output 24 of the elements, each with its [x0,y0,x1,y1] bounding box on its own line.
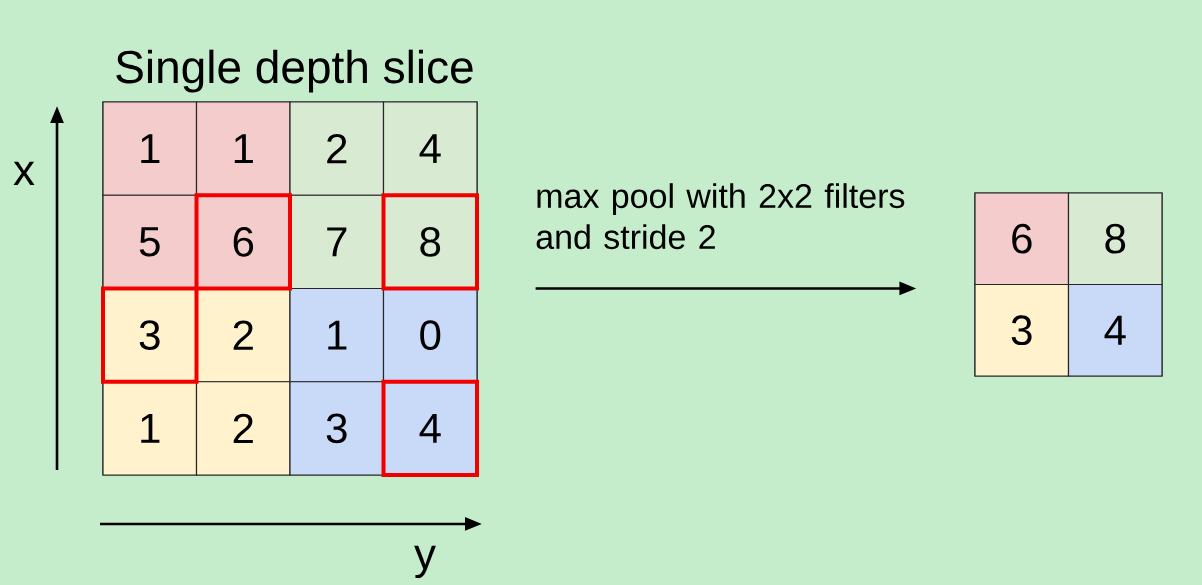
grid-cell: 1 [102,381,198,476]
grid-cell: 1 [195,101,291,196]
grid-cell: 3 [974,283,1070,377]
grid-cell: 6 [974,192,1070,286]
grid-title: Single depth slice [116,49,473,93]
highlighted-cell: 4 [381,379,479,477]
grid-cell: 5 [102,194,198,290]
grid-cell: 1 [289,287,385,383]
axis-label: x [13,161,35,185]
grid-cell: 1 [102,101,198,196]
grid-cell: 2 [195,381,291,476]
highlighted-cell: 8 [381,193,479,291]
grid-cell: 4 [1067,283,1163,377]
edge-label: max pool with 2x2 filters and stride 2 [535,183,926,250]
grid-cell: 0 [382,287,478,383]
highlighted-cell: 6 [194,193,292,291]
grid-cell: 2 [195,287,291,383]
axis-label: y [414,545,436,579]
grid-cell: 7 [289,194,385,290]
highlighted-cell: 3 [101,286,199,384]
grid-cell: 2 [289,101,385,196]
grid-cell: 8 [1067,192,1163,286]
grid-cell: 4 [382,101,478,196]
grid-cell: 3 [289,381,385,476]
